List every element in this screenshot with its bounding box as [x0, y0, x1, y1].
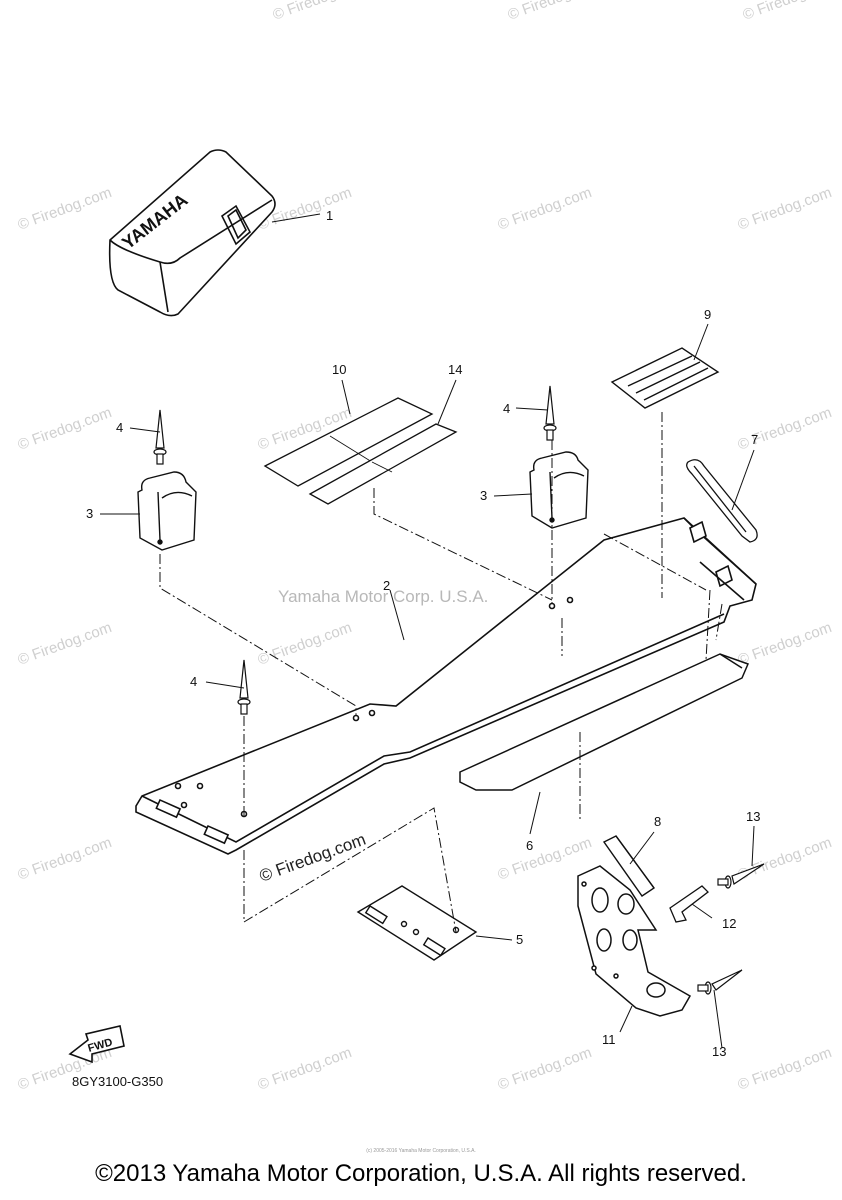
watermark: © Firedog.com — [16, 834, 114, 884]
fine-print: (c) 2005-2016 Yamaha Motor Corporation, … — [366, 1148, 476, 1154]
callout-14: 14 — [448, 362, 462, 377]
watermark: © Firedog.com — [16, 404, 114, 454]
callout-10: 10 — [332, 362, 346, 377]
fwd-arrow-icon: FWD — [68, 1025, 125, 1064]
part-4-rivet-left — [153, 409, 167, 465]
callout-2: 2 — [383, 578, 390, 593]
callout-11: 11 — [602, 1032, 616, 1047]
part-13-rivet-upper — [717, 863, 765, 889]
watermark: © Firedog.com — [736, 834, 834, 884]
callout-13: 13 — [746, 809, 760, 824]
watermark: © Firedog.com — [736, 184, 834, 234]
callout-4: 4 — [190, 674, 197, 689]
callout-8: 8 — [654, 814, 661, 829]
watermark-dark: © Firedog.com — [257, 830, 368, 886]
leader-lines — [100, 213, 755, 1049]
watermark: © Firedog.com — [496, 1044, 594, 1094]
part-7-strap — [686, 459, 758, 543]
watermark: © Firedog.com — [271, 0, 369, 24]
diagram-code: 8GY3100-G350 — [72, 1074, 163, 1089]
watermark: © Firedog.com — [736, 619, 834, 669]
watermark: © Firedog.com — [256, 1044, 354, 1094]
corp-watermark: Yamaha Motor Corp. U.S.A. — [278, 587, 488, 606]
part-11-guard — [577, 865, 692, 1017]
part-3-bracket-right — [529, 451, 589, 529]
part-14-decal — [308, 423, 458, 505]
part-8-pad — [602, 835, 655, 897]
part-3-bracket-left — [137, 471, 197, 551]
copyright-notice: ©2013 Yamaha Motor Corporation, U.S.A. A… — [95, 1160, 747, 1187]
watermark: © Firedog.com — [506, 0, 604, 24]
callout-12: 12 — [722, 916, 736, 931]
part-4-rivet-right — [543, 385, 557, 441]
callout-labels: 1 2 3 3 4 4 4 5 6 7 8 9 10 11 12 13 13 1… — [86, 208, 760, 1059]
part-6-block — [459, 653, 750, 791]
callout-5: 5 — [516, 932, 523, 947]
part-10-decal — [263, 397, 434, 487]
callout-9: 9 — [704, 307, 711, 322]
part-13-rivet-lower — [697, 969, 743, 995]
callout-3: 3 — [86, 506, 93, 521]
part-1-cover: YAMAHA — [108, 149, 276, 317]
watermark: © Firedog.com — [16, 619, 114, 669]
watermark: © Firedog.com — [496, 184, 594, 234]
callout-1: 1 — [326, 208, 333, 223]
callout-7: 7 — [751, 432, 758, 447]
callout-4: 4 — [503, 401, 510, 416]
part-9-pad — [610, 347, 720, 409]
callout-13: 13 — [712, 1044, 726, 1059]
watermark: © Firedog.com — [16, 184, 114, 234]
callout-6: 6 — [526, 838, 533, 853]
watermark: © Firedog.com — [741, 0, 839, 24]
part-5-plate — [356, 885, 478, 961]
callout-3: 3 — [480, 488, 487, 503]
part-4-rivet-lower — [237, 659, 251, 715]
part-2-main-plate — [135, 517, 757, 855]
part-12-clip — [669, 885, 709, 923]
callout-4: 4 — [116, 420, 123, 435]
assembly-lines — [159, 412, 723, 933]
watermark: © Firedog.com — [256, 619, 354, 669]
watermark: © Firedog.com — [736, 1044, 834, 1094]
